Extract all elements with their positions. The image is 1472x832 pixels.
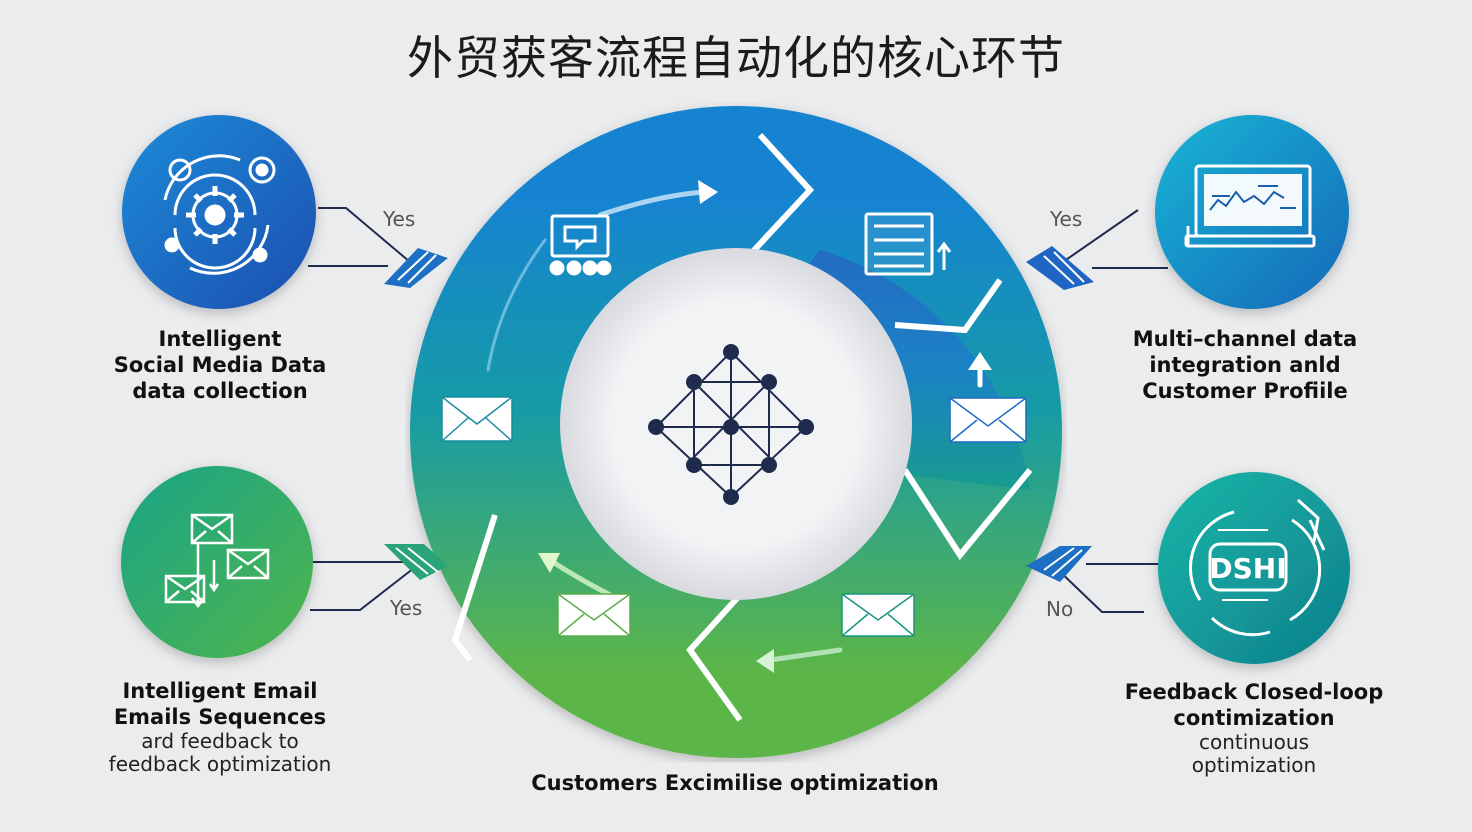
label-bottom-right-line-1: Feedback Closed-loop (1124, 680, 1384, 704)
connector-label-bottom-right: No (1046, 597, 1073, 621)
page-title: 外贸获客流程自动化的核心环节 (407, 31, 1065, 85)
connector-label-top-right: Yes (1049, 207, 1082, 231)
feedback-loop-icon-text: DSHI (1209, 552, 1286, 585)
chat-window-icon (549, 214, 612, 276)
email-sequence-icon (164, 513, 270, 609)
email-icon-bottom-left (557, 593, 631, 637)
email-icon-left (441, 396, 513, 442)
chevron-top-left-icon (384, 248, 448, 288)
email-icon-bottom-right (841, 593, 915, 637)
label-bottom-left-line-3: ard feedback to (141, 729, 299, 753)
chevron-top-right-icon (1026, 246, 1094, 290)
connector-top-right (1059, 209, 1168, 269)
label-bottom-right-line-4: optimization (1191, 753, 1317, 777)
label-bottom-right: Feedback Closed-loop contimization conti… (1120, 679, 1388, 777)
feedback-loop-icon: DSHI (1189, 498, 1326, 637)
flow-arrows (486, 180, 992, 673)
connector-bottom-right (1053, 563, 1160, 613)
monitor-data-icon (1184, 164, 1316, 248)
label-bottom-left-line-1: Intelligent Email (122, 679, 318, 703)
chevron-bottom-left-icon (384, 544, 448, 580)
cycle-caption-text: Customers Excimilise optimization (531, 771, 939, 795)
label-top-left-line-3: data collection (132, 379, 308, 403)
label-top-left-line-2: Social Media Data (113, 353, 327, 377)
label-top-right-line-2: integration anld (1149, 353, 1341, 377)
list-document-icon (864, 212, 952, 276)
label-bottom-left: Intelligent Email Emails Sequences ard f… (90, 678, 350, 776)
connector-bottom-left (310, 561, 415, 611)
node-bottom-right (1158, 472, 1350, 664)
label-top-right: Multi–channel data integration anld Cust… (1110, 326, 1380, 404)
label-top-left-line-1: Intelligent (158, 327, 282, 351)
email-icon-right (949, 397, 1027, 443)
label-bottom-right-line-3: continuous (1199, 730, 1309, 754)
label-top-left: Intelligent Social Media Data data colle… (100, 326, 340, 404)
label-top-right-line-3: Customer Profiile (1142, 379, 1348, 403)
connector-label-bottom-left: Yes (389, 596, 422, 620)
connector-label-top-left: Yes (382, 207, 415, 231)
label-bottom-right-line-2: contimization (1173, 706, 1335, 730)
connector-top-left (308, 207, 411, 267)
gear-cycle-icon (163, 154, 276, 275)
ring-separators (451, 132, 1033, 722)
network-graph-icon (648, 344, 814, 505)
cycle-caption: Customers Excimilise optimization (500, 770, 970, 796)
label-bottom-left-line-4: feedback optimization (108, 752, 332, 776)
node-bottom-left (121, 466, 313, 658)
label-bottom-left-line-2: Emails Sequences (113, 705, 327, 729)
label-top-right-line-1: Multi–channel data (1132, 327, 1358, 351)
